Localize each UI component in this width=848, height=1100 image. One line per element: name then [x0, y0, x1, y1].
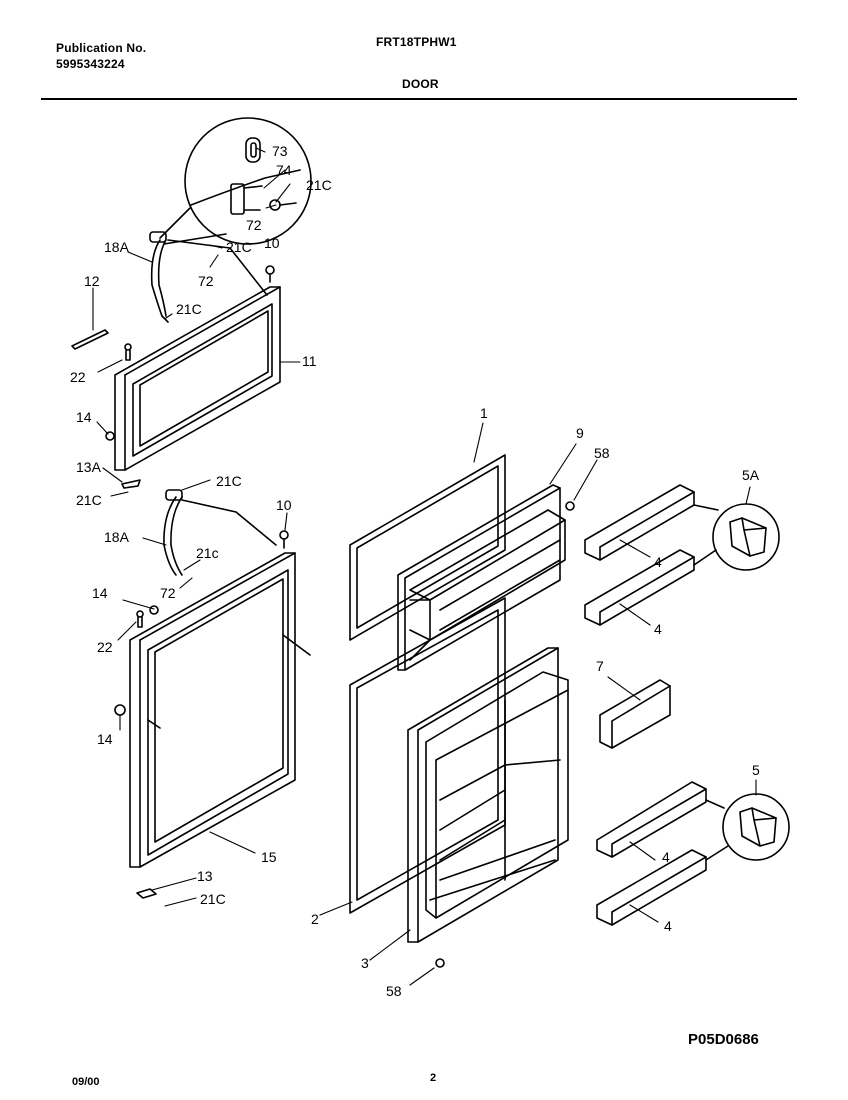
- hinge-detail-circle: [159, 117, 312, 245]
- callout-21C-b: 21C: [226, 239, 252, 255]
- footer-date: 09/00: [72, 1076, 100, 1088]
- shelf-end-detail-5a: [693, 503, 780, 571]
- callout-4-c: 4: [662, 849, 670, 865]
- callout-18A-bottom: 18A: [104, 529, 130, 545]
- callout-13: 13: [197, 868, 213, 884]
- callout-21C-a: 21C: [306, 177, 332, 193]
- callout-12: 12: [84, 273, 100, 289]
- callout-14-mid: 14: [92, 585, 108, 601]
- callout-1: 1: [480, 405, 488, 421]
- diagram-code: P05D0686: [688, 1031, 759, 1048]
- callout-4-a: 4: [654, 554, 662, 570]
- section-title: DOOR: [402, 77, 439, 91]
- freezer-gasket: [349, 454, 506, 641]
- callout-72-a: 72: [246, 217, 262, 233]
- callout-21C-e: 21C: [216, 473, 242, 489]
- callout-7: 7: [596, 658, 604, 674]
- callout-18A-top: 18A: [104, 239, 130, 255]
- fresh-food-liner: [407, 647, 569, 943]
- part-12-strip: [71, 329, 109, 350]
- callout-5: 5: [752, 762, 760, 778]
- freezer-liner: [397, 484, 566, 671]
- freezer-hinge-cable: [149, 231, 268, 323]
- dairy-door: [599, 679, 671, 749]
- callout-21C-d: 21C: [76, 492, 102, 508]
- freezer-door-frame: [114, 286, 281, 471]
- shelf-end-detail-5: [705, 793, 790, 861]
- callout-9: 9: [576, 425, 584, 441]
- freezer-screws: [105, 265, 275, 489]
- callout-14-top: 14: [76, 409, 92, 425]
- callout-10-top: 10: [264, 235, 280, 251]
- callout-21C-c: 21C: [176, 301, 202, 317]
- fresh-food-door-frame: [129, 552, 311, 868]
- callout-21c-f: 21c: [196, 545, 219, 561]
- callout-22-bottom: 22: [97, 639, 113, 655]
- callout-5A: 5A: [742, 467, 760, 483]
- callout-58-bottom: 58: [386, 983, 402, 999]
- fresh-food-screws: [114, 530, 289, 899]
- callout-72-c: 72: [160, 585, 176, 601]
- screw-58-top: [565, 501, 575, 511]
- callout-11: 11: [302, 353, 317, 369]
- fresh-food-hinge-cable: [163, 489, 277, 576]
- publication-number: 5995343224: [56, 57, 125, 71]
- callout-14-low: 14: [97, 731, 113, 747]
- callout-21C-g: 21C: [200, 891, 226, 907]
- screw-58-bottom: [435, 958, 445, 968]
- callout-2: 2: [311, 911, 319, 927]
- header-rule: [41, 98, 797, 100]
- callout-10-bottom: 10: [276, 497, 292, 513]
- callout-22-top: 22: [70, 369, 86, 385]
- callout-4-b: 4: [654, 621, 662, 637]
- model-number: FRT18TPHW1: [376, 35, 457, 49]
- callout-15: 15: [261, 849, 277, 865]
- callout-72-b: 72: [198, 273, 214, 289]
- page-number: 2: [430, 1072, 437, 1084]
- callout-4-d: 4: [664, 918, 672, 934]
- publication-label: Publication No.: [56, 41, 147, 55]
- callout-3: 3: [361, 955, 369, 971]
- callout-13A: 13A: [76, 459, 102, 475]
- callout-74: 74: [276, 162, 292, 178]
- callout-58-top: 58: [594, 445, 610, 461]
- callout-73: 73: [272, 143, 288, 159]
- door-shelves: [584, 484, 707, 926]
